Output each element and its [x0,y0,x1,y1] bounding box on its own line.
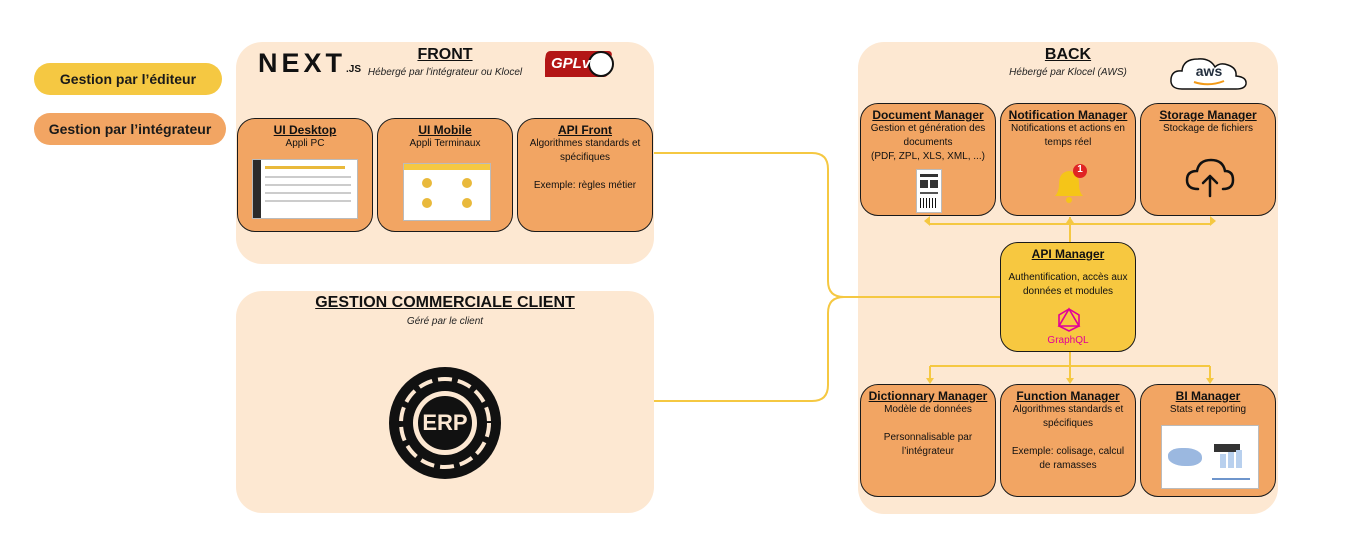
api-manager-desc: Authentification, accès aux données et m… [1008,272,1128,297]
dictionnary-manager-card: Dictionnary Manager Modèle de données Pe… [860,384,996,497]
dictionnary-manager-desc: Modèle de données Personnalisable par l’… [883,404,973,457]
ui-mobile-desc: Appli Terminaux [409,138,481,149]
notification-badge-count: 1 [1077,164,1083,175]
function-manager-title: Function Manager [1016,389,1120,403]
gplv3-logo: GPLv3 [542,48,615,80]
dictionnary-manager-title: Dictionnary Manager [868,389,988,403]
bi-manager-title: BI Manager [1175,389,1241,403]
ui-desktop-card: UI Desktop Appli PC [237,118,373,232]
nextjs-logo-suffix: .JS [346,64,362,75]
front-title: FRONT [417,46,473,63]
document-manager-title: Document Manager [872,108,984,122]
legend-integrator-label: Gestion par l’intégrateur [48,121,212,137]
front-subtitle: Hébergé par l'intégrateur ou Klocel [367,67,523,78]
nextjs-logo-text: NEXT [258,48,347,78]
aws-logo-text: aws [1195,63,1223,79]
back-title: BACK [1044,46,1092,63]
mobile-screenshot-image [403,163,491,221]
commerciale-subtitle: Géré par le client [406,316,484,327]
ui-desktop-desc: Appli PC [285,138,325,149]
storage-manager-title: Storage Manager [1159,108,1257,122]
commerciale-title: GESTION COMMERCIALE CLIENT [315,294,575,311]
function-manager-desc: Algorithmes standards et spécifiques Exe… [1011,404,1125,471]
bi-dashboard-image [1161,425,1259,489]
api-front-title: API Front [558,123,612,137]
gplv3-logo-graphic [542,51,614,77]
api-front-card: API Front Algorithmes standards et spéci… [517,118,653,232]
storage-manager-desc: Stockage de fichiers [1162,123,1254,134]
erp-icon-graphic [389,367,501,479]
gplv3-logo-text: GPLv3 [551,55,599,72]
nextjs-logo: NEXT.JS [258,48,361,79]
function-manager-card: Function Manager Algorithmes standards e… [1000,384,1136,497]
document-manager-card: Document Manager Gestion et génération d… [860,103,996,216]
aws-cloud-icon [1170,58,1247,90]
legend-editor: Gestion par l’éditeur [34,63,222,95]
bi-manager-desc: Stats et reporting [1169,404,1247,415]
legend-integrator: Gestion par l’intégrateur [34,113,226,145]
ui-mobile-title: UI Mobile [418,123,472,137]
bell-icon-graphic [1055,164,1087,203]
api-manager-title: API Manager [1031,247,1105,261]
api-manager-card: API Manager Authentification, accès aux … [1000,242,1136,352]
legend-editor-label: Gestion par l’éditeur [59,71,197,87]
graphql-icon [1056,307,1082,333]
bell-icon: 1 [1047,162,1091,206]
notification-manager-desc: Notifications et actions en temps réel [1011,123,1125,148]
erp-icon-label: ERP [422,410,468,435]
document-label-image [916,169,942,213]
erp-icon: ERP [385,363,505,483]
cloud-upload-icon [1183,156,1237,198]
ui-mobile-card: UI Mobile Appli Terminaux [377,118,513,232]
graphql-label: GraphQL [1047,335,1089,346]
aws-logo: aws [1168,54,1250,94]
document-manager-desc: Gestion et génération des documents (PDF… [870,123,986,162]
desktop-screenshot-image [252,159,358,219]
api-front-desc: Algorithmes standards et spécifiques Exe… [529,138,641,191]
graphql-icon-graphic [1057,307,1081,332]
notification-manager-card: Notification Manager Notifications et ac… [1000,103,1136,216]
back-subtitle: Hébergé par Klocel (AWS) [1009,67,1127,78]
bi-manager-card: BI Manager Stats et reporting [1140,384,1276,497]
notification-manager-title: Notification Manager [1008,108,1128,122]
ui-desktop-title: UI Desktop [273,123,337,137]
cloud-upload-icon-graphic [1185,158,1235,198]
storage-manager-card: Storage Manager Stockage de fichiers [1140,103,1276,216]
